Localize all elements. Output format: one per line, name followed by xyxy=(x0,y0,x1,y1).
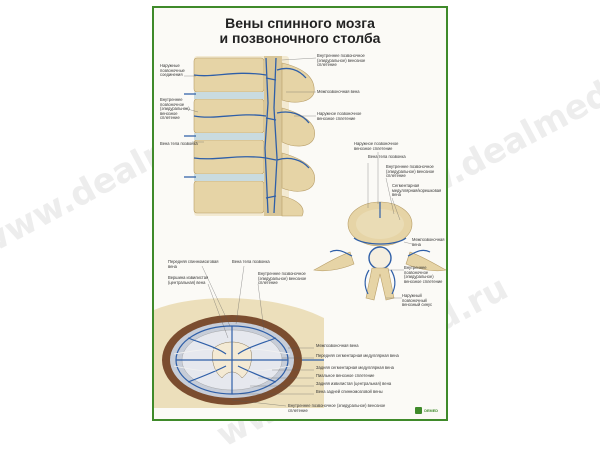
vein-network-cord xyxy=(175,325,324,395)
label-intervertebral-vein-bottom: Межпозвоночная вена xyxy=(316,343,359,348)
label-posterior-central-vein: Задняя извилистая (центральная) вена xyxy=(316,381,392,386)
poster-title: Вены спинного мозга и позвоночного столб… xyxy=(154,16,446,46)
leader-lines-bottom xyxy=(201,265,314,407)
vein-network-axial xyxy=(329,202,431,295)
spinal-cord-cross-section xyxy=(154,298,324,408)
axial-spinous-process xyxy=(365,267,395,301)
axial-body-spongy xyxy=(356,209,404,239)
intervertebral-disc-1 xyxy=(194,92,264,99)
anatomy-illustration xyxy=(154,56,446,408)
label-vertebral-body-vein-mid: Вена тела позвонка xyxy=(368,154,406,159)
label-internal-plexus-top: Внутреннее позвоночное (эпидуральное) ве… xyxy=(317,53,366,68)
vein-network-sagittal xyxy=(184,57,310,214)
transverse-process-left xyxy=(313,251,355,272)
label-internal-plexus-mid: Внутреннее позвоночное (эпидуральное) ве… xyxy=(386,164,435,179)
spinous-process-4 xyxy=(281,195,304,217)
spinous-process-3 xyxy=(281,152,315,192)
label-intervertebral-vein-top: Межпозвоночная вена xyxy=(317,89,360,94)
label-anterior-segmental-vein: Передняя сегментарная медуллярная вена xyxy=(316,353,399,358)
label-pial-plexus: Пиальное венозное сплетение xyxy=(316,373,375,378)
intervertebral-disc-2 xyxy=(194,133,264,140)
logo-icon xyxy=(415,407,423,414)
label-posterior-spinal-vein: Вена задней спинномозговой вены xyxy=(316,389,383,394)
leader-lines-top xyxy=(183,57,317,143)
label-external-sinus: Наружный позвоночный венозный синус xyxy=(402,293,433,308)
label-segmental-medullary-vein: Сегментарная медуллярная/корешковая вена xyxy=(392,183,442,198)
spinal-canal xyxy=(264,56,282,216)
label-posterior-segmental-vein: Задняя сегментарная медуллярная вена xyxy=(316,365,394,370)
label-anterior-sulcal-vein: Вершина извилистая (центральная) вена xyxy=(168,275,209,285)
label-internal-plexus-bottom: Внутреннее позвоночное (эпидуральное) ве… xyxy=(258,271,307,286)
intervertebral-disc-3 xyxy=(194,174,264,181)
axial-spinal-canal xyxy=(368,246,392,270)
label-vertebral-body-vein: Вена тела позвонка xyxy=(160,141,198,146)
label-external-plexus-top: Наружное позвоночное венозное сплетение xyxy=(317,111,362,121)
vertebral-body-4 xyxy=(193,180,265,214)
label-outer-plexus-connections: Наружные позвоночные соединения xyxy=(160,63,185,78)
anatomy-poster: Вены спинного мозга и позвоночного столб… xyxy=(152,6,448,421)
nerve-roots xyxy=(173,348,291,372)
label-external-plexus-mid: Наружное позвоночное венозное сплетение xyxy=(354,141,399,151)
label-anterior-spinal-vein: Передняя спинномозговая вена xyxy=(168,259,219,269)
label-internal-plexus-low: Внутреннее позвоночное (эпидуральное) ве… xyxy=(404,265,443,284)
vertebra-axial xyxy=(313,201,446,301)
title-line-2: и позвоночного столба xyxy=(219,30,381,46)
transverse-process-right xyxy=(405,251,446,272)
label-internal-plexus-left: Внутреннее позвоночное (эпидуральное) ве… xyxy=(160,97,190,121)
label-vertebral-body-vein-bottom: Вена тела позвонка xyxy=(232,259,270,264)
logo-text: DEMED xyxy=(424,408,438,413)
leader-lines-middle xyxy=(367,152,413,299)
vertebral-column-sagittal xyxy=(184,56,315,217)
publisher-logo: DEMED xyxy=(415,407,438,414)
label-internal-plexus-footer: Внутреннее позвоночное (эпидуральное) ве… xyxy=(288,403,386,413)
spinous-process-2 xyxy=(281,107,315,147)
spinous-process-1 xyxy=(281,62,315,103)
title-line-1: Вены спинного мозга xyxy=(225,15,375,31)
label-intervertebral-vein-mid: Межпозвоночная вена xyxy=(412,237,445,247)
